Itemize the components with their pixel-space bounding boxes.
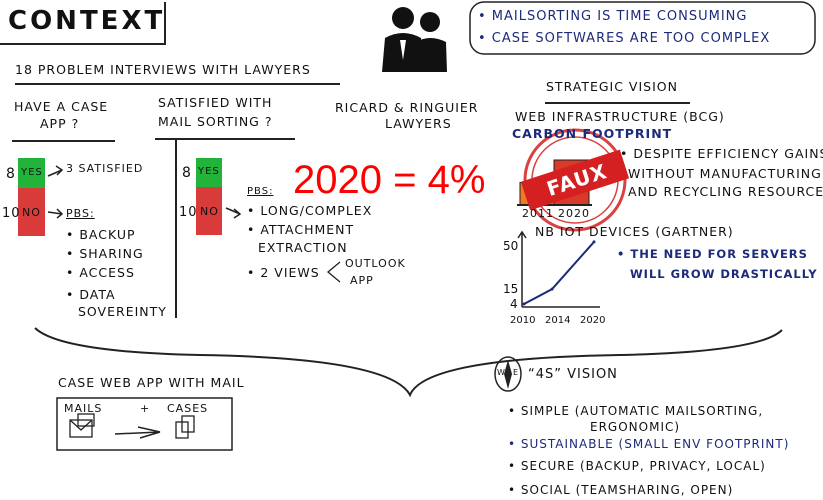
note: • DESPITE EFFICIENCY GAINS	[620, 146, 823, 161]
carbon-footprint: CARBON FOOTPRINT	[512, 126, 673, 141]
pb-item: SOVEREINTY	[78, 304, 167, 319]
cases-label: CASES	[167, 402, 209, 415]
iot-heading: NB IOT DEVICES (GARTNER)	[535, 224, 734, 239]
servers-note: WILL GROW DRASTICALLY	[630, 267, 818, 281]
no-bar	[196, 187, 222, 235]
vision-item: • SIMPLE (AUTOMATIC MAILSORTING,	[508, 404, 764, 418]
vision-item: ERGONOMIC)	[590, 420, 681, 434]
arrow-no2	[225, 207, 242, 219]
servers-note: • THE NEED FOR SERVERS	[617, 247, 808, 261]
arrow-merge	[114, 426, 161, 439]
q1-line2: APP ?	[40, 116, 80, 131]
divider	[175, 140, 177, 318]
no-count: 10	[2, 206, 21, 221]
bar-label: 2011	[522, 207, 554, 220]
views-bracket	[326, 261, 341, 283]
overlay-claim: 2020 = 4%	[293, 158, 486, 202]
pb-item: • SHARING	[66, 246, 144, 261]
y-tick: 4	[510, 297, 518, 311]
pbs-label: PBS:	[66, 207, 95, 220]
point-2020	[592, 240, 596, 244]
arrow-yes	[47, 165, 64, 177]
problem-1: • MAILSORTING IS TIME CONSUMING	[478, 9, 748, 24]
plus-label: +	[140, 402, 151, 415]
axes	[517, 230, 600, 308]
yes-count: 8	[182, 165, 192, 181]
note: WITHOUT MANUFACTURING	[628, 166, 822, 181]
divider	[12, 140, 115, 142]
iot-series-line	[523, 241, 595, 305]
divider	[545, 102, 690, 104]
q2-line1: SATISFIED WITH	[158, 95, 273, 110]
iot-line-chart	[517, 230, 600, 308]
strategic-heading: STRATEGIC VISION	[546, 79, 678, 94]
web-infra: WEB INFRASTRUCTURE (BCG)	[515, 109, 725, 124]
view-app: APP	[350, 274, 374, 287]
vision-heading: “4S” VISION	[528, 367, 618, 382]
divider	[15, 83, 340, 85]
vision-item: • SOCIAL (TEAMSHARING, OPEN)	[508, 483, 734, 497]
note: AND RECYCLING RESOURCES	[628, 184, 823, 199]
arrow-no1	[47, 208, 64, 219]
x-tick: 2020	[580, 315, 606, 326]
mails-label: MAILS	[64, 402, 103, 415]
point-2010	[522, 302, 526, 306]
no-label: NO	[200, 205, 219, 218]
yes-bar	[196, 158, 222, 187]
divider	[155, 138, 295, 140]
point-2014	[550, 287, 554, 291]
pb-item: • LONG/COMPLEX	[247, 203, 373, 218]
no-label: NO	[22, 206, 41, 219]
yes-count: 8	[6, 166, 16, 182]
pb-item: • ACCESS	[66, 265, 135, 280]
mail-icon	[69, 413, 95, 438]
problem-2: • CASE SOFTWARES ARE TOO COMPLEX	[478, 31, 771, 46]
yes-bar	[18, 158, 45, 188]
bar-label: 2020	[558, 207, 590, 220]
view-outlook: OUTLOOK	[345, 257, 406, 270]
no-bar	[18, 188, 45, 236]
y-tick: 15	[503, 282, 519, 296]
no-count: 10	[179, 205, 198, 220]
solution-heading: CASE WEB APP WITH MAIL	[58, 375, 245, 390]
yes-label: YES	[198, 166, 220, 177]
firm-name: RICARD & RINGUIER	[335, 100, 479, 115]
context-box	[0, 2, 166, 45]
x-tick: 2010	[510, 315, 536, 326]
yes-result: 3 SATISFIED	[66, 162, 144, 175]
interviews-heading: 18 PROBLEM INTERVIEWS WITH LAWYERS	[15, 62, 311, 77]
faux-stamp	[520, 128, 630, 232]
y-tick: 50	[503, 239, 519, 253]
pb-item: • 2 VIEWS	[247, 265, 320, 280]
q1-line1: HAVE A CASE	[14, 99, 109, 114]
pb-item: • ATTACHMENT	[247, 222, 355, 237]
vision-item: • SECURE (BACKUP, PRIVACY, LOCAL)	[508, 459, 766, 473]
firm-type: LAWYERS	[385, 116, 452, 131]
page-title: CONTEXT	[8, 6, 166, 36]
solution-box	[56, 397, 233, 451]
q2-line2: MAIL SORTING ?	[158, 114, 273, 129]
brace	[34, 327, 783, 398]
yes-label: YES	[21, 167, 43, 178]
cases-icon	[175, 415, 195, 439]
problems-box	[469, 1, 816, 55]
vision-item: • SUSTAINABLE (SMALL ENV FOOTPRINT)	[508, 437, 790, 451]
pbs-label: PBS:	[247, 186, 274, 197]
pb-item: • DATA	[66, 287, 116, 302]
pb-item: • BACKUP	[66, 227, 136, 242]
compass-w: W	[497, 368, 505, 377]
compass-icon	[494, 356, 522, 392]
x-tick: 2014	[545, 315, 571, 326]
compass-e: E	[513, 368, 519, 377]
lawyers-icon	[382, 7, 447, 72]
pb-item: EXTRACTION	[258, 240, 348, 255]
